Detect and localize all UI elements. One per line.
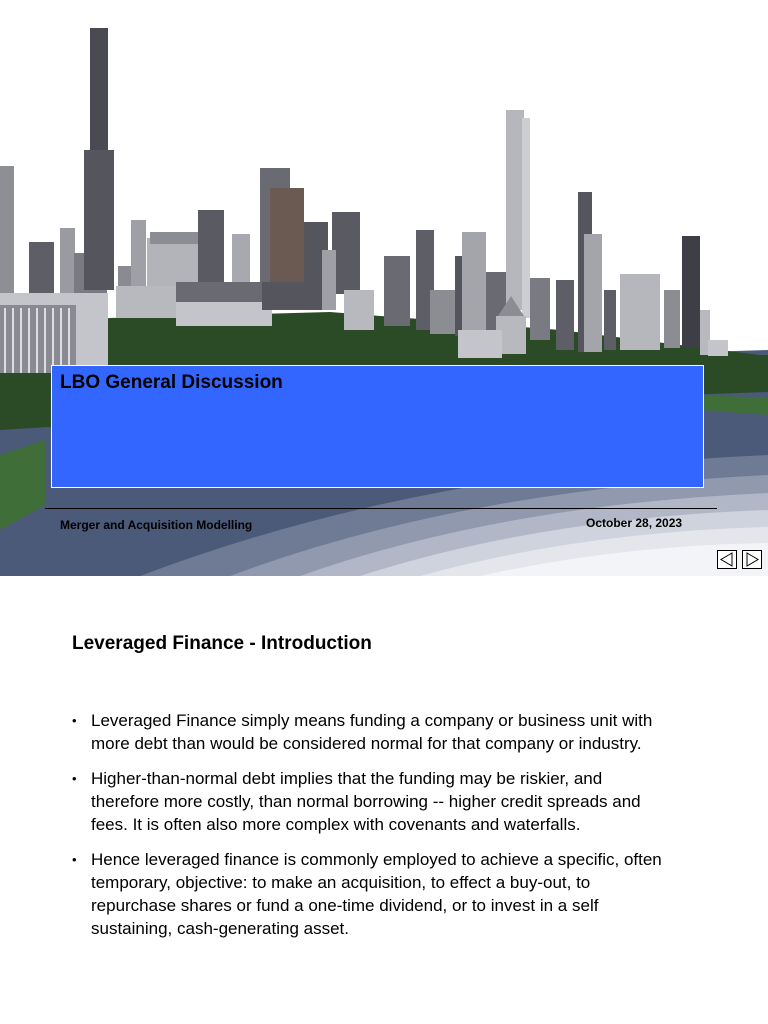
footer-subject: Merger and Acquisition Modelling xyxy=(60,518,253,532)
footer-divider xyxy=(45,508,717,509)
triangle-right-icon xyxy=(746,552,759,567)
bullet-item: • Leveraged Finance simply means funding … xyxy=(72,709,662,755)
previous-slide-button[interactable] xyxy=(717,550,737,569)
bullet-item: • Hence leveraged finance is commonly emp… xyxy=(72,848,662,940)
content-slide: Leveraged Finance - Introduction • Levera… xyxy=(0,576,768,1024)
footer-date: October 28, 2023 xyxy=(586,516,683,530)
title-box: LBO General Discussion xyxy=(51,365,704,488)
bullet-icon: • xyxy=(72,713,77,728)
triangle-left-icon xyxy=(720,552,733,567)
bullet-icon: • xyxy=(72,771,77,786)
bullet-item: • Higher-than-normal debt implies that th… xyxy=(72,767,662,836)
bullet-list: • Leveraged Finance simply means funding … xyxy=(72,709,662,952)
bullet-text: Leveraged Finance simply means funding a… xyxy=(91,711,653,753)
bullet-text: Higher-than-normal debt implies that the… xyxy=(91,769,641,834)
bullet-icon: • xyxy=(72,852,77,867)
title-slide: LBO General Discussion Merger and Acquis… xyxy=(0,28,768,576)
bullet-text: Hence leveraged finance is commonly empl… xyxy=(91,850,662,938)
next-slide-button[interactable] xyxy=(742,550,762,569)
city-skyline-illustration xyxy=(0,28,768,576)
section-heading: Leveraged Finance - Introduction xyxy=(72,633,372,654)
slide-title: LBO General Discussion xyxy=(60,372,283,393)
